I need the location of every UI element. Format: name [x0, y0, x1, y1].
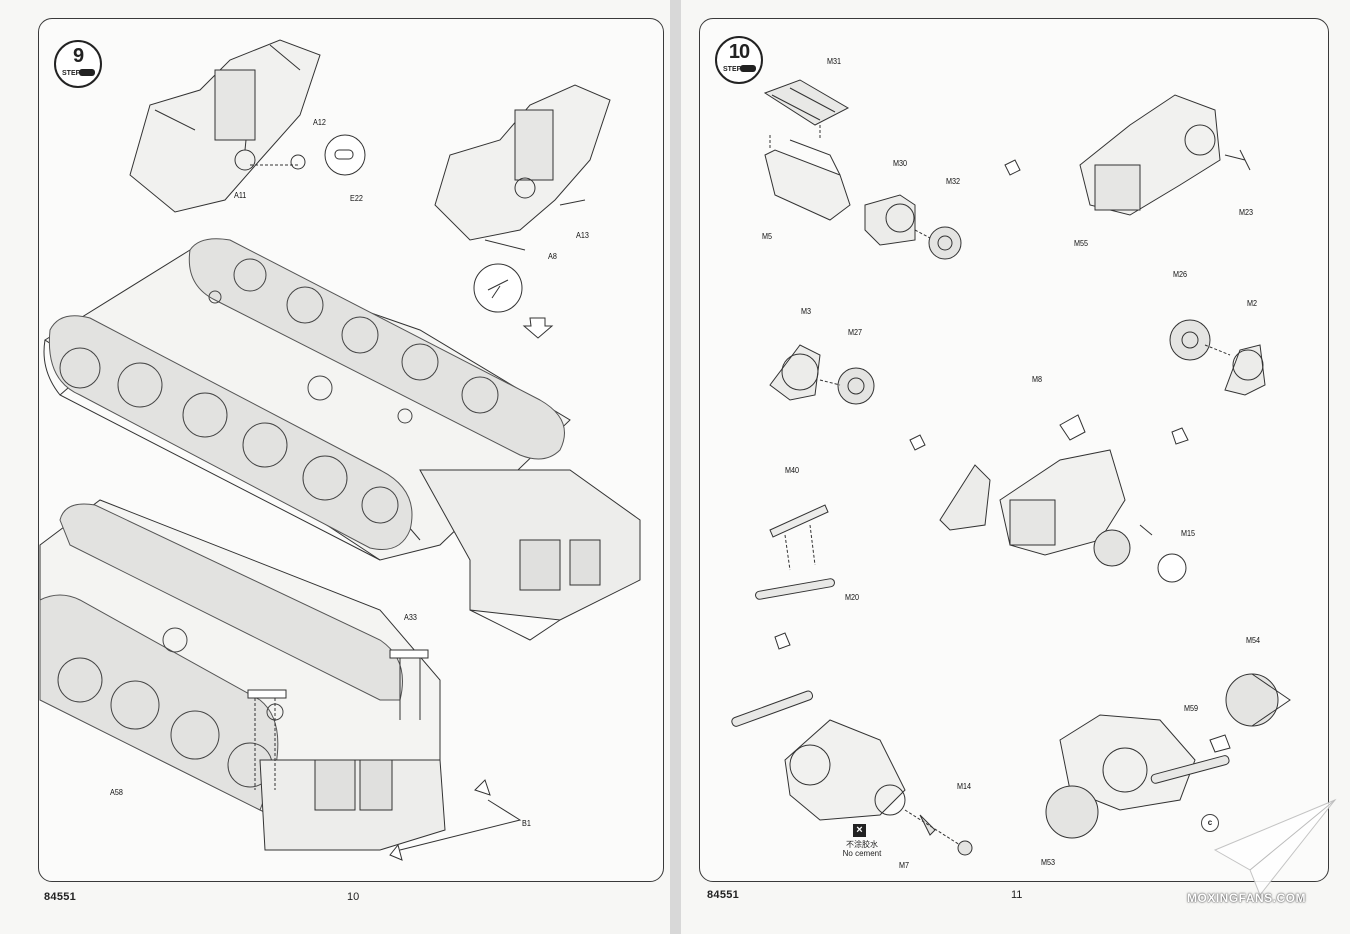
- page-gutter: [670, 0, 681, 934]
- kit-number: 84551: [44, 891, 77, 903]
- step-word: STEP: [62, 70, 81, 77]
- part-label-m2: M2: [1247, 298, 1258, 308]
- part-label-m7: M7: [899, 860, 910, 870]
- part-label-m14: M14: [957, 781, 972, 791]
- part-label-a58: A58: [110, 787, 123, 797]
- part-label-m55: M55: [1074, 238, 1089, 248]
- part-label-m5: M5: [762, 231, 773, 241]
- part-label-m53: M53: [1041, 857, 1056, 867]
- instruction-page-left: 9 STEP: [0, 0, 670, 934]
- step-number: 9: [72, 45, 84, 67]
- part-label-b1: B1: [522, 818, 531, 828]
- copyright-mark: c: [1201, 814, 1219, 832]
- page-number: 10: [347, 891, 360, 903]
- part-label-m27: M27: [848, 327, 863, 337]
- no-cement-en: No cement: [842, 849, 882, 858]
- step-9-illustration: [39, 39, 641, 861]
- site-watermark: MOXINGFANS.COM: [1187, 891, 1307, 905]
- page-number-right: 11: [1011, 889, 1023, 901]
- part-label-m23: M23: [1239, 207, 1254, 217]
- step-number: 10: [728, 41, 750, 63]
- part-label-m8: M8: [1032, 374, 1043, 384]
- tank-icon: [740, 65, 756, 72]
- part-label-a13: A13: [576, 230, 589, 240]
- part-label-m40: M40: [785, 465, 800, 475]
- part-label-m30: M30: [893, 158, 908, 168]
- step-word: STEP: [723, 66, 742, 73]
- part-label-m26: M26: [1173, 269, 1188, 279]
- part-label-a33: A33: [404, 612, 417, 622]
- part-label-m20: M20: [845, 592, 860, 602]
- part-label-m31: M31: [827, 56, 842, 66]
- part-label-a8: A8: [548, 251, 557, 261]
- kit-number-right: 84551: [707, 889, 740, 901]
- part-label-a12: A12: [313, 117, 326, 127]
- step-badge-9: 9 STEP: [54, 40, 102, 88]
- part-label-a11: A11: [234, 190, 247, 200]
- tank-icon: [79, 69, 95, 76]
- part-label-e22: E22: [350, 193, 363, 203]
- step-badge-10: 10 STEP: [715, 36, 763, 84]
- no-cement-note: 不涂胶水 No cement: [840, 840, 884, 858]
- part-label-m59: M59: [1184, 703, 1199, 713]
- part-label-m15: M15: [1181, 528, 1196, 538]
- part-label-m32: M32: [946, 176, 961, 186]
- part-label-m54: M54: [1246, 635, 1261, 645]
- no-cement-cn: 不涂胶水: [846, 840, 878, 849]
- no-cement-icon: ×: [853, 824, 866, 837]
- part-label-m3: M3: [801, 306, 812, 316]
